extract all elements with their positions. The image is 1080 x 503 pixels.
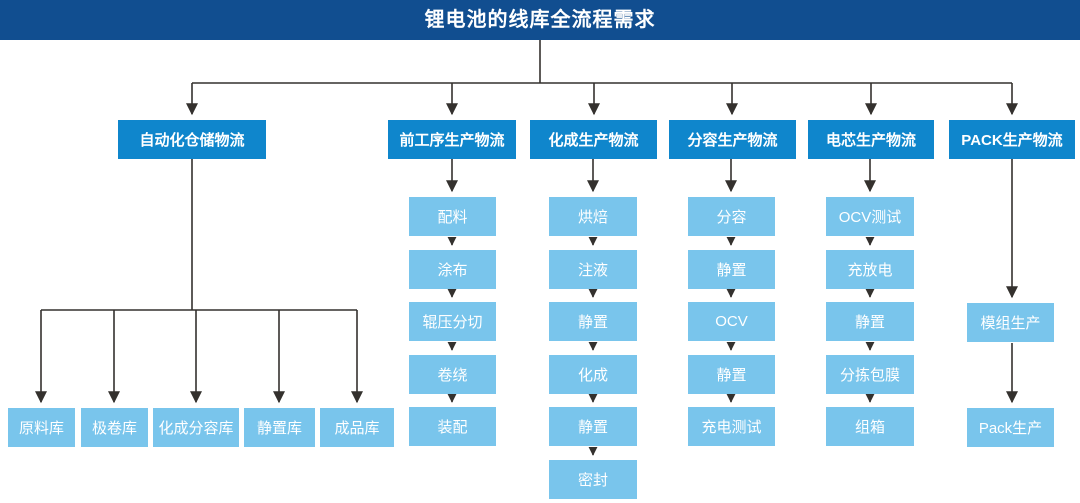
node-sorting-film-wrapping: 分拣包膜 bbox=[826, 355, 914, 394]
node-formation-resting-2: 静置 bbox=[549, 407, 637, 446]
node-sealing: 密封 bbox=[549, 460, 637, 499]
branch-formation-production-logistics: 化成生产物流 bbox=[530, 120, 657, 159]
node-pack-production: Pack生产 bbox=[967, 408, 1054, 447]
node-electrolyte-filling: 注液 bbox=[549, 250, 637, 289]
node-formation: 化成 bbox=[549, 355, 637, 394]
node-electrode-roll-store: 极卷库 bbox=[81, 408, 148, 447]
node-grading-resting-1: 静置 bbox=[688, 250, 775, 289]
node-raw-material-store: 原料库 bbox=[8, 408, 75, 447]
node-ocv: OCV bbox=[688, 302, 775, 341]
node-charge-test: 充电测试 bbox=[688, 407, 775, 446]
branch-automated-warehouse-logistics: 自动化仓储物流 bbox=[118, 120, 266, 159]
node-batching: 配料 bbox=[409, 197, 496, 236]
node-capacity-grading: 分容 bbox=[688, 197, 775, 236]
node-cell-resting: 静置 bbox=[826, 302, 914, 341]
node-baking: 烘焙 bbox=[549, 197, 637, 236]
page-title: 锂电池的线库全流程需求 bbox=[0, 0, 1080, 40]
node-winding: 卷绕 bbox=[409, 355, 496, 394]
branch-pack-production-logistics: PACK生产物流 bbox=[949, 120, 1075, 159]
node-assembly: 装配 bbox=[409, 407, 496, 446]
warehouse-branch-connectors bbox=[35, 159, 363, 404]
node-boxing: 组箱 bbox=[826, 407, 914, 446]
node-resting-store: 静置库 bbox=[244, 408, 315, 447]
node-formation-grading-store: 化成分容库 bbox=[153, 408, 239, 447]
branch-capacity-grading-production-logistics: 分容生产物流 bbox=[669, 120, 796, 159]
node-roll-press-slitting: 辊压分切 bbox=[409, 302, 496, 341]
branch-cell-production-logistics: 电芯生产物流 bbox=[808, 120, 934, 159]
node-module-production: 模组生产 bbox=[967, 303, 1054, 342]
node-finished-goods-store: 成品库 bbox=[320, 408, 394, 447]
node-grading-resting-2: 静置 bbox=[688, 355, 775, 394]
node-ocv-test: OCV测试 bbox=[826, 197, 914, 236]
node-formation-resting-1: 静置 bbox=[549, 302, 637, 341]
branch-pre-process-production-logistics: 前工序生产物流 bbox=[388, 120, 516, 159]
node-coating: 涂布 bbox=[409, 250, 496, 289]
root-to-branches-connectors bbox=[186, 40, 1018, 116]
node-charge-discharge: 充放电 bbox=[826, 250, 914, 289]
